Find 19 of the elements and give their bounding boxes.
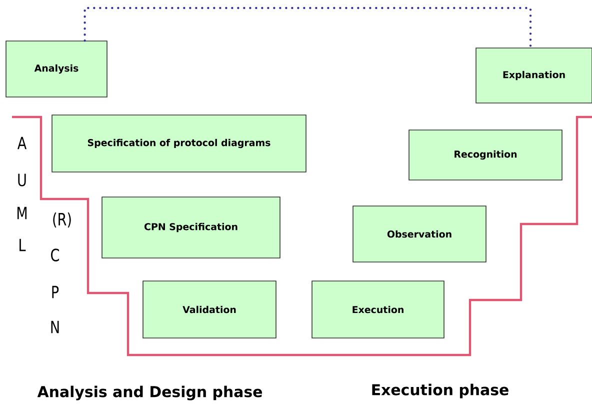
process-box: Validation: [142, 280, 276, 338]
side-letter: L: [20, 238, 26, 252]
process-box: Observation: [352, 206, 486, 262]
process-box: Execution: [312, 280, 444, 338]
side-letter: N: [51, 320, 59, 334]
side-letter: U: [18, 174, 26, 186]
side-letter: (R): [53, 212, 71, 228]
side-letter: A: [17, 136, 27, 150]
process-box: Recognition: [408, 130, 562, 180]
phase-label: Execution phase: [372, 384, 508, 398]
process-box: Explanation: [476, 48, 592, 104]
phase-label: Analysis and Design phase: [37, 386, 262, 400]
process-box: CPN Specification: [102, 196, 280, 258]
process-box: Specification of protocol diagrams: [52, 114, 306, 172]
dotted-line: [84, 6, 532, 49]
process-box: Analysis: [6, 40, 108, 98]
side-letter: C: [51, 248, 59, 262]
side-letter: P: [52, 286, 59, 298]
side-letter: M: [18, 206, 27, 220]
